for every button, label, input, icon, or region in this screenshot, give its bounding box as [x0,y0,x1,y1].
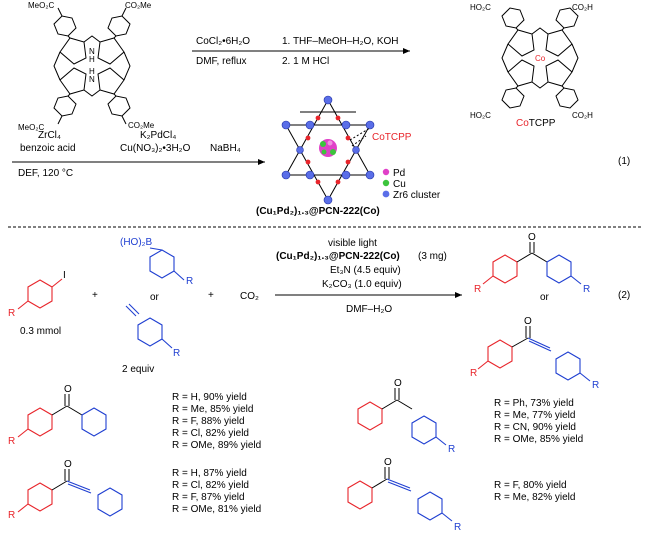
porphyrin-core [53,35,131,97]
scope-b-o: O [64,459,72,470]
legend-zr: Zr6 cluster [393,190,441,201]
co2: CO₂ [240,291,259,302]
cond-solvent: DMF–H₂O [346,304,392,315]
boronic-group: (HO)₂B [120,237,153,248]
cotcpp-metal: Co [535,54,546,63]
scope-c-o: O [394,378,402,389]
scope-c-structure [357,388,447,446]
cond-catalyst: (Cu₁Pd₂)₁.₃@PCN-222(Co) [276,251,400,262]
scope-c-yield-1: R = Ph, 73% yield [494,398,574,409]
reagent-zrcl4: ZrCl₄ [38,130,61,141]
plus-1: + [92,290,98,301]
iodide-r: R [8,308,15,319]
step-hydrolysis-1: 1. THF–MeOH–H₂O, KOH [282,36,399,47]
ester-label-bl: MeO₂C [18,123,44,132]
boronic-r: R [186,276,193,287]
partner-amount: 2 equiv [122,364,154,375]
scope-a-yield-4: R = Cl, 82% yield [172,428,249,439]
ynone-r-left: R [470,368,477,379]
eq1-number: (1) [618,156,630,167]
scope-c-yield-4: R = OMe, 85% yield [494,434,583,445]
legend-pd: Pd [393,168,405,179]
scope-d-yield-1: R = F, 80% yield [494,480,567,491]
scope-b-structure [17,469,123,517]
cotcpp-label: CoTCPP [516,118,556,129]
ynone-o: O [524,316,532,327]
scope-b-yield-3: R = F, 87% yield [172,492,245,503]
scope-a-r: R [8,436,15,447]
scope-b-yield-1: R = H, 87% yield [172,468,247,479]
product-ynone [477,326,591,382]
product-ketone [482,242,582,285]
mof-framework [281,95,375,205]
svg-text:H: H [89,55,95,64]
legend-pd-swatch [382,168,390,176]
cotcpp-structure: Co [501,7,579,109]
legend-cu-swatch [382,179,390,187]
terminal-alkyne [125,303,173,349]
reagent-benzoic-acid: benzoic acid [20,143,76,154]
ester-aryl-rings [53,7,131,125]
cond-base-1: Et₃N (4.5 equiv) [330,265,401,276]
scope-a-o: O [64,384,72,395]
scope-b-r: R [8,510,15,521]
scope-a-yield-3: R = F, 88% yield [172,416,245,427]
reagent-cocl2: CoCl₂•6H₂O [196,36,250,47]
or-label-2: or [540,292,550,303]
conditions-def: DEF, 120 °C [18,168,73,179]
scope-c-yield-2: R = Me, 77% yield [494,410,575,421]
ynone-r-right: R [592,380,599,391]
cond-catalyst-amount: (3 mg) [418,251,447,262]
plus-2: + [208,290,214,301]
acid-label-tl: HO₂C [470,3,491,12]
scope-b-yield-2: R = Cl, 82% yield [172,480,249,491]
acid-label-bl: HO₂C [470,111,491,120]
reagent-dmf-reflux: DMF, reflux [196,56,247,67]
acid-label-br: CO₂H [572,111,593,120]
ketone-o: O [528,232,536,243]
ester-label-tr: CO₂Me [125,1,152,10]
ester-label-br: CO₂Me [128,121,155,130]
svg-text:H: H [89,67,95,76]
scope-a-structure [17,394,107,438]
nanoparticle-cluster [319,139,337,157]
ester-label-tl: MeO₂C [28,1,54,10]
ketone-r-left: R [474,284,481,295]
scope-d-yield-2: R = Me, 82% yield [494,492,575,503]
reagent-nabh4: NaBH₄ [210,143,241,154]
cond-base-2: K₂CO₃ (1.0 equiv) [322,279,402,290]
scope-c-r: R [448,444,455,455]
reagent-k2pdcl4: K₂PdCl₄ [140,130,176,141]
eq2-number: (2) [618,290,630,301]
iodide-i: I [63,270,66,281]
cond-light: visible light [328,238,377,249]
scope-a-yield-1: R = H, 90% yield [172,392,247,403]
boronic-ring [149,249,175,279]
or-label-1: or [150,292,160,303]
legend-cu: Cu [393,179,406,190]
ketone-r-right: R [583,284,590,295]
scope-d-structure [347,467,453,522]
catalyst-name: (Cu₁Pd₂)₁.₃@PCN-222(Co) [256,206,380,217]
scope-b-yield-4: R = OMe, 81% yield [172,504,261,515]
reagent-cu-nitrate: Cu(NO₃)₂•3H₂O [120,143,191,154]
scope-a-yield-5: R = OMe, 89% yield [172,440,261,451]
svg-text:N: N [89,47,95,56]
alkyne-r: R [173,348,180,359]
legend-zr-swatch [382,190,390,198]
scope-d-o: O [384,457,392,468]
acid-label-tr: CO₂H [572,3,593,12]
porphyrin-ester: NH NH [53,7,131,125]
scope-d-r: R [454,522,461,533]
iodide-amount: 0.3 mmol [20,326,61,337]
scope-c-yield-3: R = CN, 90% yield [494,422,576,433]
svg-text:N: N [89,75,95,84]
step-hydrolysis-2: 2. 1 M HCl [282,56,329,67]
mof-linker-label: CoTCPP [372,132,412,143]
aryl-iodide [17,278,63,310]
scope-a-yield-2: R = Me, 85% yield [172,404,253,415]
